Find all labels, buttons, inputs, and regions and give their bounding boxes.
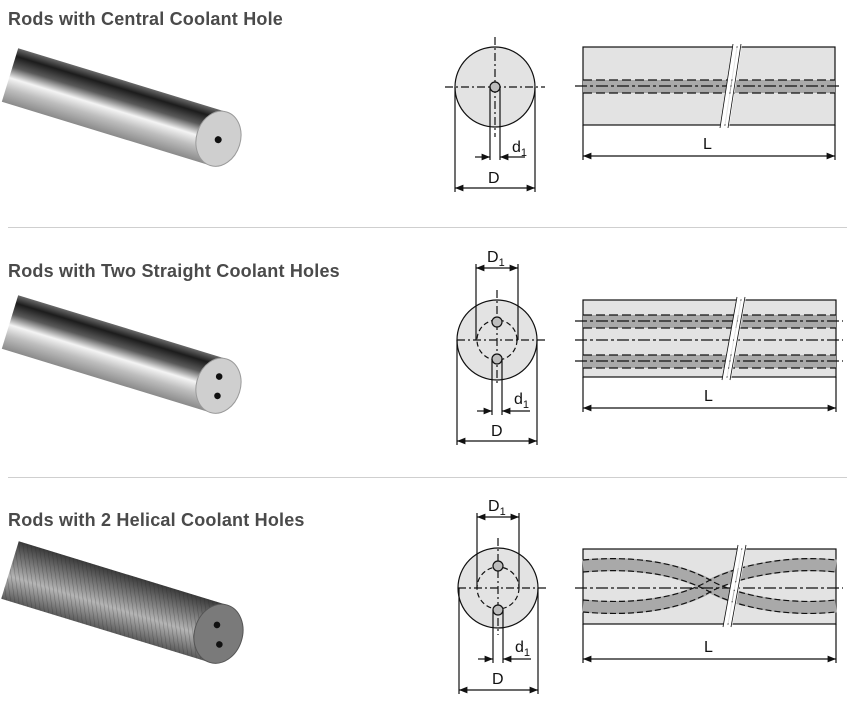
section-divider xyxy=(8,227,847,228)
section-divider xyxy=(8,477,847,478)
rod-photo-two-straight-holes xyxy=(1,295,242,414)
label-D: D xyxy=(488,170,500,187)
cross-section-diagram xyxy=(457,513,546,694)
side-view-diagram xyxy=(575,43,842,160)
label-D: D xyxy=(491,423,503,440)
section-title-central-hole: Rods with Central Coolant Hole xyxy=(8,9,284,29)
side-view-diagram xyxy=(575,544,843,663)
cross-section-diagram xyxy=(456,264,545,445)
section-title-helical-holes: Rods with 2 Helical Coolant Holes xyxy=(8,510,305,530)
label-L: L xyxy=(703,136,712,153)
label-D1: D1 xyxy=(488,498,506,518)
side-view-diagram xyxy=(575,296,843,412)
rod-photo-central-hole xyxy=(1,48,242,167)
label-L: L xyxy=(704,388,713,405)
section-title-two-straight-holes: Rods with Two Straight Coolant Holes xyxy=(8,261,340,281)
label-L: L xyxy=(704,639,713,656)
label-d1: d1 xyxy=(512,139,527,159)
label-d1: d1 xyxy=(515,639,530,659)
two-straight-holes-section-graphics: D1 d1 D L xyxy=(1,249,843,445)
central-hole-section-graphics: d1 D L xyxy=(1,37,842,192)
cross-section-diagram xyxy=(445,37,545,192)
label-d1: d1 xyxy=(514,391,529,411)
label-D1: D1 xyxy=(487,249,505,269)
rod-photo-helical-holes xyxy=(1,541,244,664)
label-D: D xyxy=(492,671,504,688)
